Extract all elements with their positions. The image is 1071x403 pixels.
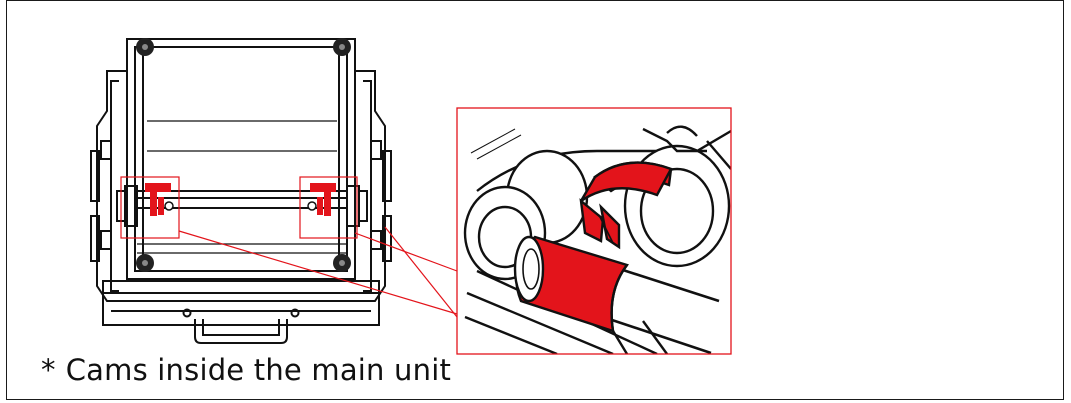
cam-highlight-right (307, 183, 336, 216)
main-unit-drawing (90, 38, 392, 344)
corner-knobs (136, 38, 351, 272)
cam-shaft-sleeve (513, 235, 630, 333)
cam-highlight-left (145, 183, 174, 216)
detail-inset (456, 107, 732, 355)
caption-text: Cams inside the main unit (65, 353, 452, 387)
caption-marker: * (41, 353, 56, 387)
document-frame: * Cams inside the main unit (6, 0, 1064, 400)
cam (579, 161, 673, 250)
callout-boxes (120, 176, 458, 318)
diagram (90, 38, 732, 355)
caption: * Cams inside the main unit (41, 353, 451, 387)
